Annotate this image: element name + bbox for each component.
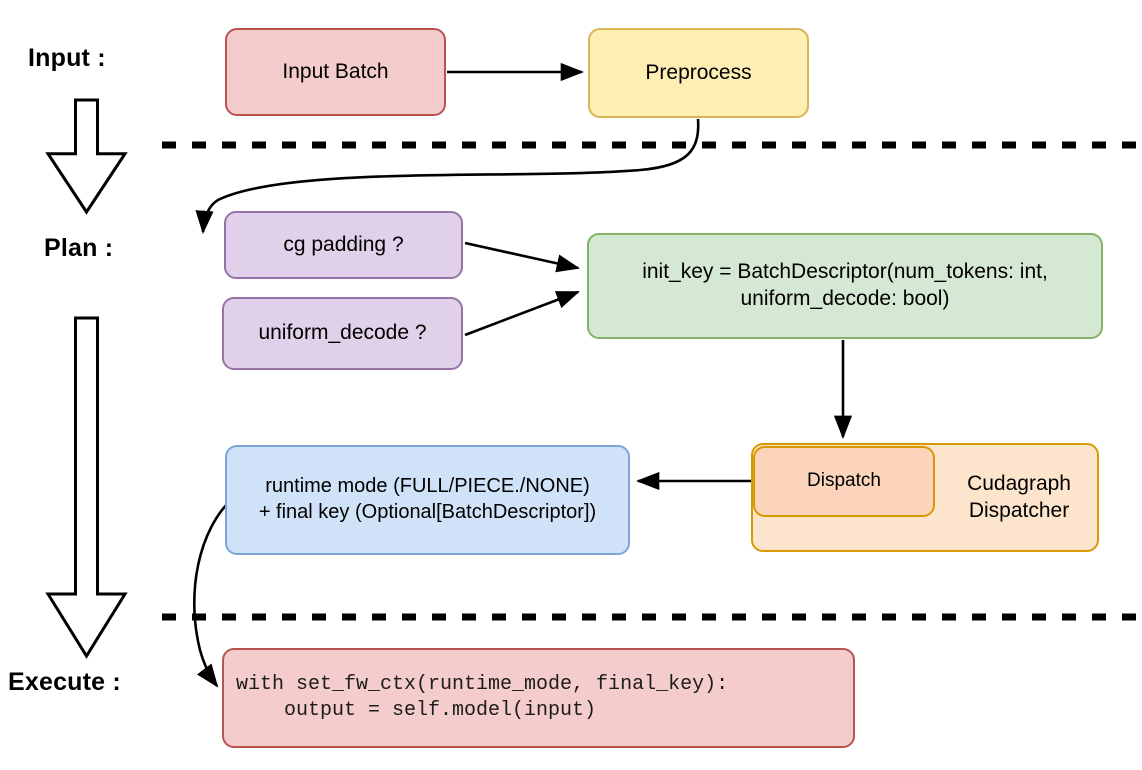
node-runtime-mode[interactable]: runtime mode (FULL/PIECE./NONE) + final … bbox=[225, 445, 630, 555]
connector-cg-padding-to-init-key bbox=[464, 241, 581, 273]
connector-uniform-decode-to-init-key bbox=[464, 290, 580, 337]
stage-label-input: Input : bbox=[28, 44, 106, 72]
block-arrow-plan-to-execute bbox=[45, 316, 128, 659]
node-cg-padding[interactable]: cg padding ? bbox=[224, 211, 463, 279]
stage-label-plan: Plan : bbox=[44, 234, 114, 262]
node-input-batch[interactable]: Input Batch bbox=[225, 28, 446, 116]
node-preprocess[interactable]: Preprocess bbox=[588, 28, 809, 118]
stage-label-execute: Execute : bbox=[8, 668, 121, 696]
node-init-key[interactable]: init_key = BatchDescriptor(num_tokens: i… bbox=[587, 233, 1103, 339]
node-execute-code[interactable]: with set_fw_ctx(runtime_mode, final_key)… bbox=[222, 648, 855, 748]
node-dispatch[interactable]: Dispatch bbox=[753, 446, 935, 517]
block-arrow-input-to-plan bbox=[45, 98, 128, 215]
node-uniform-decode[interactable]: uniform_decode ? bbox=[222, 297, 463, 370]
